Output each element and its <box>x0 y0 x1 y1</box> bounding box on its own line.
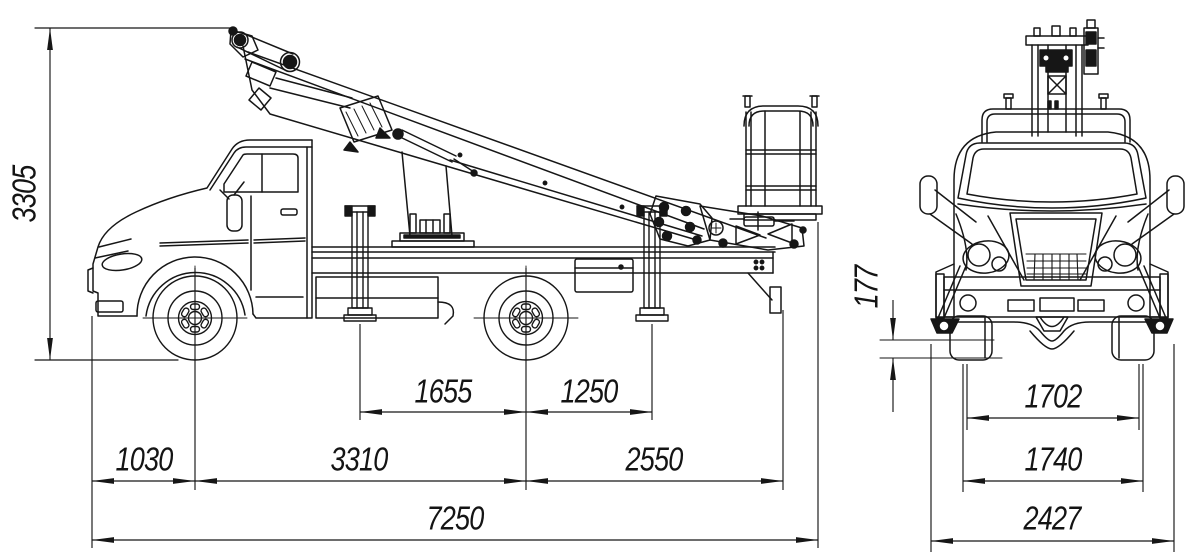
dim-overall-height: 3305 <box>5 165 43 223</box>
side-view-linework <box>34 26 823 371</box>
dim-outrigger-span-rear: 1250 <box>560 372 619 410</box>
front-view-linework <box>879 19 1185 361</box>
dim-track-rear: 1740 <box>1024 440 1083 478</box>
dimension-lines <box>47 28 1175 552</box>
dim-rear-overhang: 2550 <box>625 440 684 478</box>
dim-overall-width: 2427 <box>1023 499 1082 537</box>
dim-outrigger-span-front: 1655 <box>414 372 473 410</box>
dim-overall-length: 7250 <box>426 499 485 537</box>
dim-ground-clearance: 177 <box>847 265 885 309</box>
dim-front-overhang: 1030 <box>115 440 174 478</box>
dim-track-front: 1702 <box>1024 377 1083 415</box>
dim-wheelbase: 3310 <box>330 440 389 478</box>
